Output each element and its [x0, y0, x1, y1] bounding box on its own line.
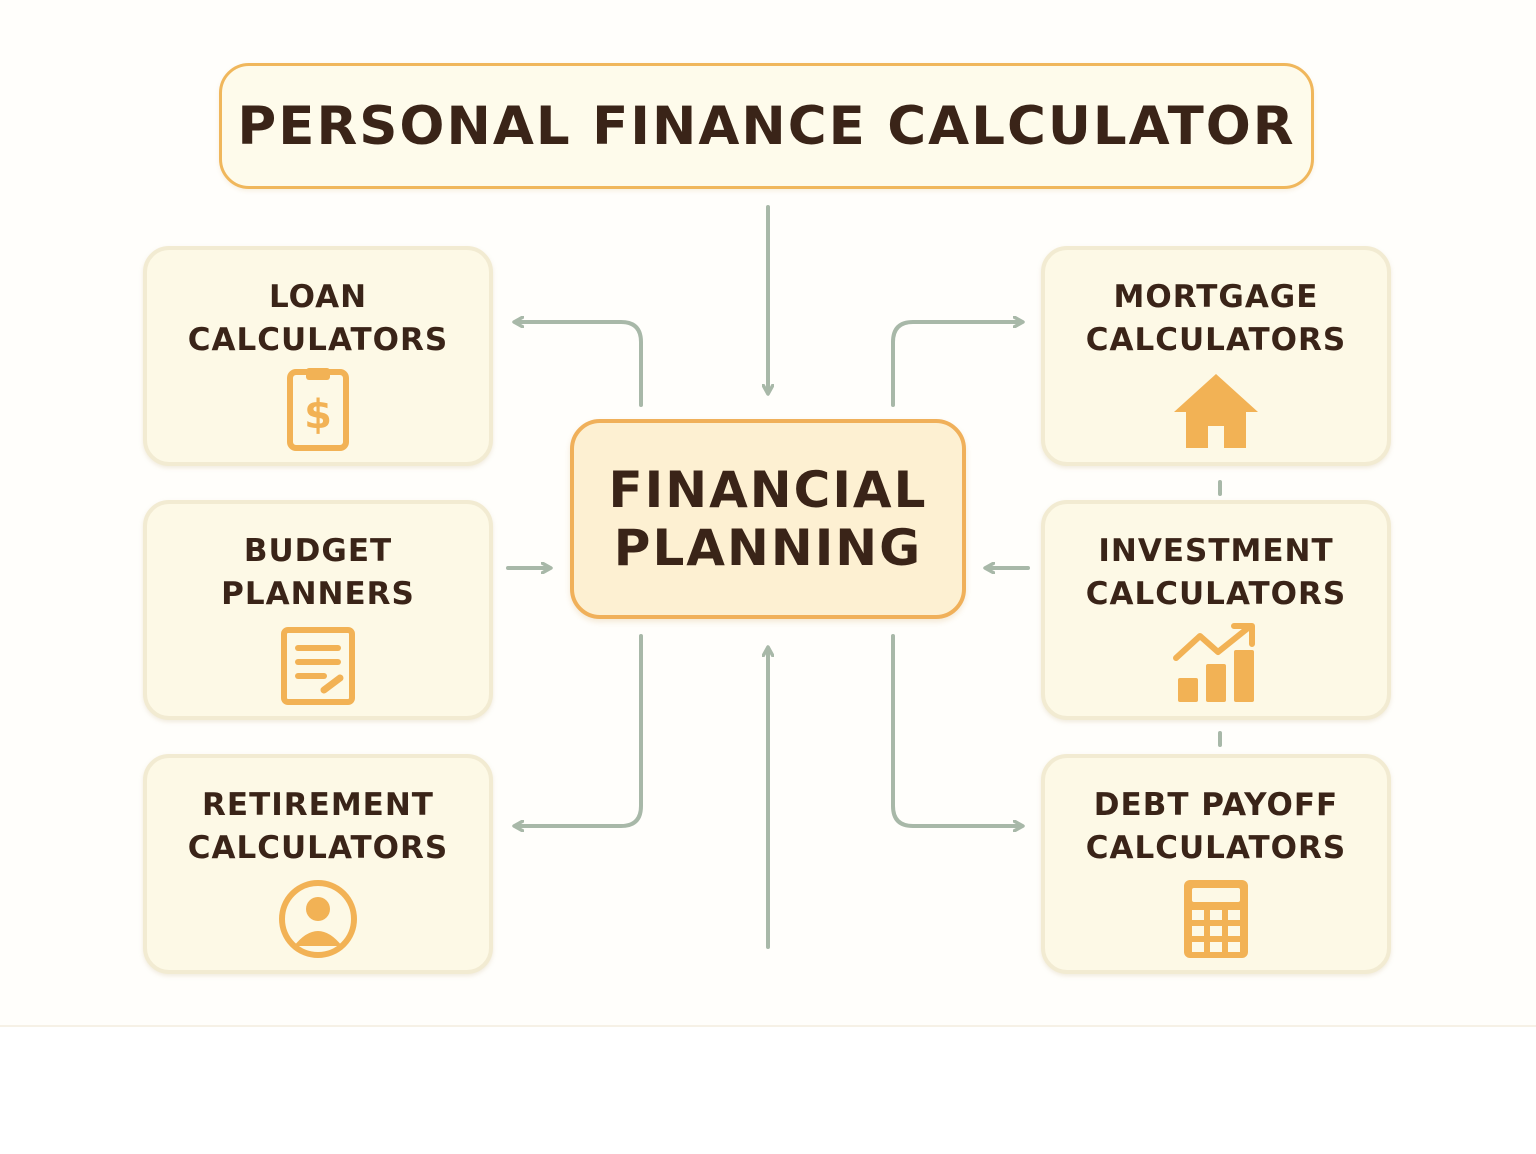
card-label-line1: MORTGAGE [1113, 279, 1319, 315]
card-label-line1: RETIREMENT [202, 787, 434, 823]
connector-center-to-loan [515, 322, 643, 407]
house-icon [1170, 368, 1262, 454]
connector-center-to-retirement [515, 634, 643, 826]
page-title: PERSONAL FINANCE CALCULATOR [237, 95, 1296, 157]
center-node-label-line1: FINANCIAL [608, 461, 928, 519]
card-label-line1: DEBT PAYOFF [1093, 787, 1339, 823]
card-label-line2: CALCULATORS [1085, 830, 1347, 866]
person-avatar-icon [272, 876, 364, 962]
growth-chart-icon [1170, 622, 1262, 708]
card-budget-planners: BUDGET PLANNERS [143, 500, 493, 720]
card-label-line1: LOAN [268, 279, 368, 315]
center-node: FINANCIAL PLANNING [570, 419, 966, 619]
card-investment-calculators: INVESTMENT CALCULATORS [1041, 500, 1391, 720]
card-debt-payoff-calculators: DEBT PAYOFF CALCULATORS [1041, 754, 1391, 974]
connector-center-to-debt-payoff [891, 634, 1022, 826]
title-box: PERSONAL FINANCE CALCULATOR [219, 63, 1314, 189]
card-label-line2: CALCULATORS [187, 322, 449, 358]
card-loan-calculators: LOAN CALCULATORS $ [143, 246, 493, 466]
card-label-line2: PLANNERS [221, 576, 415, 612]
card-label-line1: BUDGET [243, 533, 393, 569]
card-retirement-calculators: RETIREMENT CALCULATORS [143, 754, 493, 974]
clipboard-dollar-icon: $ [272, 368, 364, 454]
calculator-icon [1170, 876, 1262, 962]
connector-center-to-mortgage [891, 322, 1022, 407]
svg-text:$: $ [304, 392, 332, 438]
card-label-line1: INVESTMENT [1098, 533, 1334, 569]
document-list-icon [272, 622, 364, 708]
connector-layer [506, 205, 1222, 949]
card-label-line2: CALCULATORS [1085, 576, 1347, 612]
card-label-line2: CALCULATORS [187, 830, 449, 866]
divider [0, 1025, 1536, 1027]
card-label-line2: CALCULATORS [1085, 322, 1347, 358]
center-node-label-line2: PLANNING [613, 519, 923, 577]
card-mortgage-calculators: MORTGAGE CALCULATORS [1041, 246, 1391, 466]
